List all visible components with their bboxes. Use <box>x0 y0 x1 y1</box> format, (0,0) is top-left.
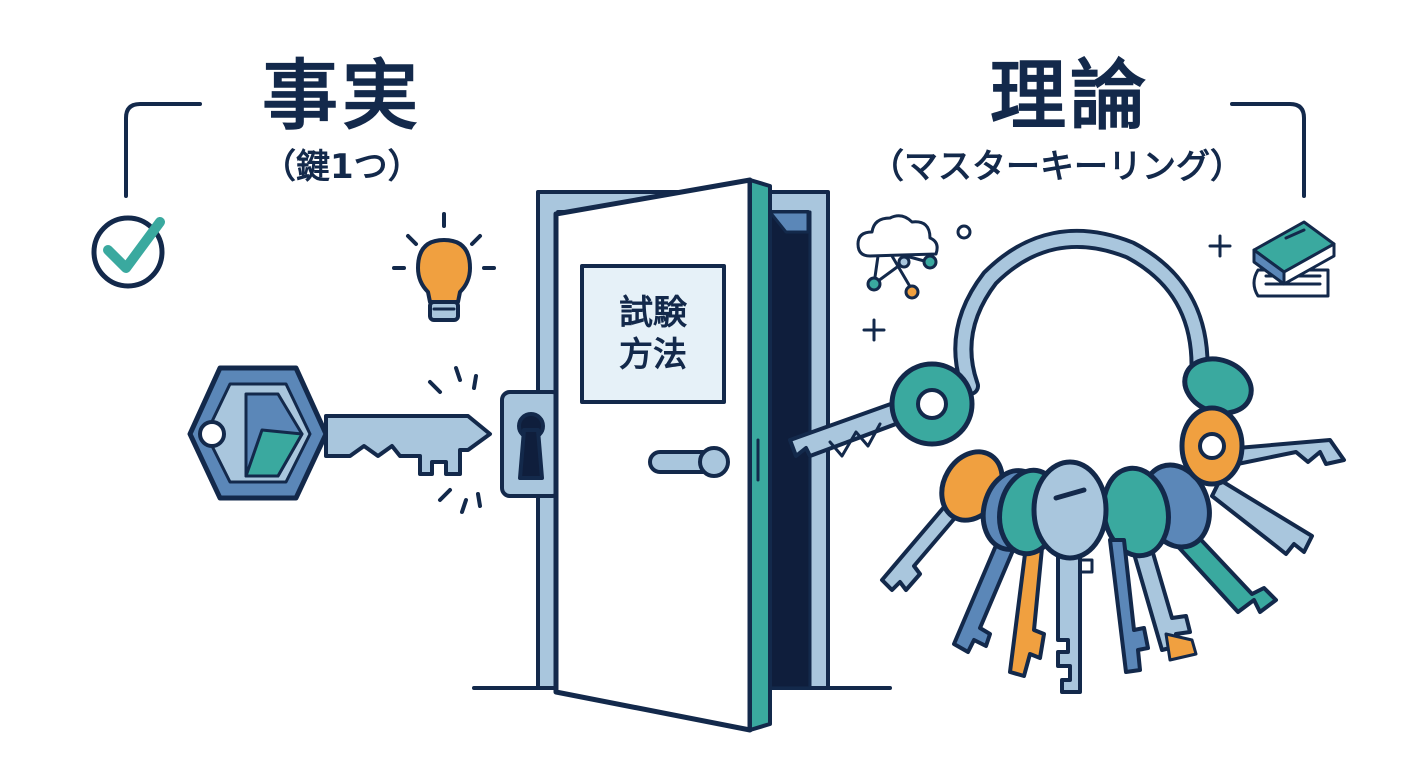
theory-subtitle: （マスターキーリング） <box>870 147 1244 187</box>
hanging-key-5 <box>1101 465 1198 662</box>
ring-key-pointing-door <box>788 361 975 458</box>
books-icon <box>1252 220 1336 298</box>
lightbulb-icon <box>392 212 496 322</box>
plus-sparkle-left <box>862 318 886 342</box>
fact-subtitle: （鍵1つ） <box>262 147 422 187</box>
plus-sparkle-right <box>1208 234 1232 258</box>
single-key <box>187 365 492 501</box>
hanging-key-7 <box>1108 538 1150 674</box>
hanging-key-6 <box>1179 356 1346 556</box>
spark-lines <box>428 366 482 514</box>
checkmark-circle-icon <box>91 215 165 289</box>
door-handle <box>648 446 730 478</box>
door-sign-line-1: 試験 <box>619 292 687 333</box>
door-sign <box>580 264 726 404</box>
cloud-network-icon <box>856 214 939 300</box>
fact-title: 事実 <box>262 51 422 140</box>
key-ring <box>953 228 1210 400</box>
theory-title: 理論 <box>990 51 1150 140</box>
door-leaf <box>553 177 772 733</box>
hanging-key-front <box>1031 459 1109 694</box>
fact-bracket <box>124 102 202 198</box>
door-sign-line-2: 方法 <box>619 335 687 375</box>
theory-bracket <box>1230 102 1306 198</box>
small-circle-decoration <box>956 224 972 240</box>
door-sign-label: 試験 方法 <box>584 268 722 400</box>
lock-plate <box>500 390 562 498</box>
